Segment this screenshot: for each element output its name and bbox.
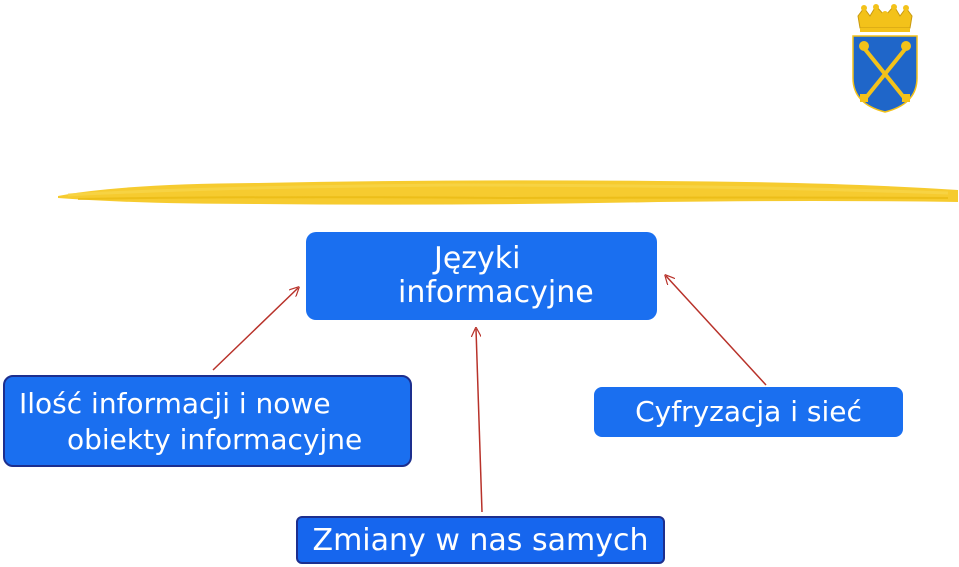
node-information-amount-line2: obiekty informacyjne [67,423,363,456]
university-crest-icon [852,4,918,113]
arrow-right-to-center [666,276,767,386]
node-information-amount: Ilość informacji i nowe obiekty informac… [3,375,412,467]
arrow-bottom-to-center [476,329,483,513]
highlighter-stroke [58,180,958,205]
arrow-left-to-center [212,288,298,371]
node-information-amount-line1: Ilość informacji i nowe [19,387,331,420]
node-languages: Języki informacyjne [306,232,657,320]
node-changes-in-ourselves: Zmiany w nas samych [296,516,665,564]
node-languages-line2: informacyjne [398,275,594,310]
node-languages-line1: Języki [434,241,521,276]
node-digitization: Cyfryzacja i sieć [594,387,903,437]
